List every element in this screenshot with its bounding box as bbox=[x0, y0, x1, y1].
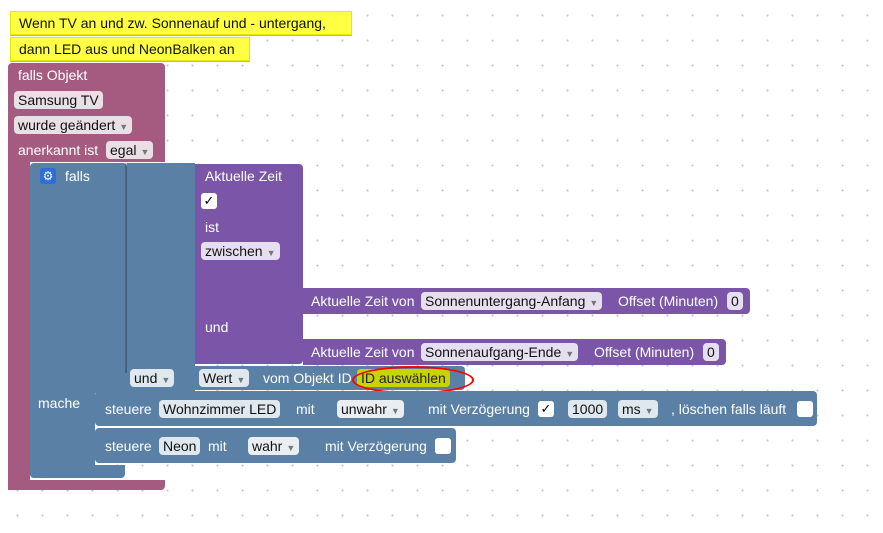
control-led-mit: mit bbox=[296, 401, 315, 417]
control-led-value-label: unwahr bbox=[341, 401, 387, 417]
chevron-down-icon: ▼ bbox=[286, 443, 296, 453]
chevron-down-icon: ▼ bbox=[236, 375, 246, 385]
chevron-down-icon: ▼ bbox=[161, 375, 171, 385]
end-time-dropdown[interactable]: Sonnenaufgang-Ende▼ bbox=[421, 343, 579, 361]
trigger-block-body bbox=[8, 160, 30, 490]
between-dropdown-label: zwischen bbox=[205, 243, 263, 259]
start-time-label: Aktuelle Zeit von bbox=[311, 293, 415, 309]
control-led-unit-dropdown[interactable]: ms▼ bbox=[618, 400, 658, 418]
object-id-label: vom Objekt ID bbox=[263, 370, 352, 386]
control-neon-target[interactable]: Neon bbox=[159, 437, 201, 455]
if-block[interactable] bbox=[30, 163, 127, 393]
if-block-body-left bbox=[30, 390, 95, 478]
changed-dropdown-label: wurde geändert bbox=[18, 117, 116, 133]
control-neon-mit: mit bbox=[208, 438, 227, 454]
chevron-down-icon: ▼ bbox=[266, 248, 276, 258]
control-led-delay-label: mit Verzögerung bbox=[428, 401, 530, 417]
start-offset-value: 0 bbox=[731, 293, 739, 309]
control-led-delay-checkbox[interactable]: ✓ bbox=[538, 401, 554, 417]
control-neon-delay-checkbox[interactable] bbox=[435, 438, 451, 454]
control-led-clear-label: , löschen falls läuft bbox=[671, 401, 787, 417]
control-neon-target-label: Neon bbox=[163, 438, 197, 454]
if-block-footer bbox=[30, 465, 125, 478]
annotation-circle bbox=[352, 366, 474, 394]
if-block-input-area bbox=[127, 163, 195, 393]
end-offset-field[interactable]: 0 bbox=[703, 343, 719, 361]
value-type-label: Wert bbox=[203, 370, 233, 386]
comment-line-1[interactable]: Wenn TV an und zw. Sonnenauf und - unter… bbox=[10, 11, 352, 35]
control-neon-steuere: steuere bbox=[105, 438, 152, 454]
control-neon-value-dropdown[interactable]: wahr▼ bbox=[248, 437, 300, 455]
end-time-dropdown-label: Sonnenaufgang-Ende bbox=[425, 344, 562, 360]
control-neon-value-label: wahr bbox=[252, 438, 283, 454]
control-led-clear-checkbox[interactable] bbox=[797, 401, 813, 417]
start-time-dropdown[interactable]: Sonnenuntergang-Anfang▼ bbox=[421, 292, 603, 310]
chevron-down-icon: ▼ bbox=[565, 349, 575, 359]
changed-dropdown[interactable]: wurde geändert▼ bbox=[14, 116, 133, 134]
control-led-unit-label: ms bbox=[622, 401, 641, 417]
current-time-label: Aktuelle Zeit bbox=[205, 168, 283, 184]
end-offset-label: Offset (Minuten) bbox=[594, 344, 695, 360]
logic-operator-label: und bbox=[134, 370, 158, 386]
control-led-delay-field[interactable]: 1000 bbox=[568, 400, 608, 418]
end-time-label: Aktuelle Zeit von bbox=[311, 344, 415, 360]
between-dropdown[interactable]: zwischen▼ bbox=[201, 242, 280, 260]
chevron-down-icon: ▼ bbox=[390, 406, 400, 416]
control-led-delay-value: 1000 bbox=[572, 401, 604, 417]
object-field[interactable]: Samsung TV bbox=[14, 91, 103, 109]
gear-icon[interactable]: ⚙ bbox=[40, 168, 56, 184]
trigger-block-footer bbox=[8, 480, 165, 490]
ack-label: anerkannt ist bbox=[18, 142, 99, 158]
start-offset-field[interactable]: 0 bbox=[727, 292, 743, 310]
control-neon-delay-label: mit Verzögerung bbox=[325, 438, 427, 454]
ack-dropdown[interactable]: egal▼ bbox=[106, 141, 154, 159]
control-led-target-label: Wohnzimmer LED bbox=[163, 401, 277, 417]
if-block-inner-divider bbox=[125, 163, 127, 373]
mache-label: mache bbox=[38, 395, 81, 411]
ack-dropdown-label: egal bbox=[110, 142, 137, 158]
object-field-label: Samsung TV bbox=[18, 92, 99, 108]
start-time-dropdown-label: Sonnenuntergang-Anfang bbox=[425, 293, 586, 309]
chevron-down-icon: ▼ bbox=[119, 122, 129, 132]
falls-label: falls bbox=[65, 168, 90, 184]
control-led-steuere: steuere bbox=[105, 401, 152, 417]
start-offset-label: Offset (Minuten) bbox=[618, 293, 719, 309]
control-led-target[interactable]: Wohnzimmer LED bbox=[159, 400, 281, 418]
chevron-down-icon: ▼ bbox=[140, 147, 150, 157]
end-offset-value: 0 bbox=[707, 344, 715, 360]
und-label: und bbox=[205, 319, 229, 335]
ist-label: ist bbox=[205, 219, 219, 235]
value-type-dropdown[interactable]: Wert▼ bbox=[199, 369, 250, 387]
comment-line-2[interactable]: dann LED aus und NeonBalken an bbox=[10, 37, 250, 61]
chevron-down-icon: ▼ bbox=[589, 298, 599, 308]
control-led-value-dropdown[interactable]: unwahr▼ bbox=[337, 400, 404, 418]
logic-operator-dropdown[interactable]: und▼ bbox=[130, 369, 175, 387]
trigger-title: falls Objekt bbox=[18, 67, 88, 83]
current-time-checkbox[interactable]: ✓ bbox=[201, 193, 217, 209]
chevron-down-icon: ▼ bbox=[644, 406, 654, 416]
